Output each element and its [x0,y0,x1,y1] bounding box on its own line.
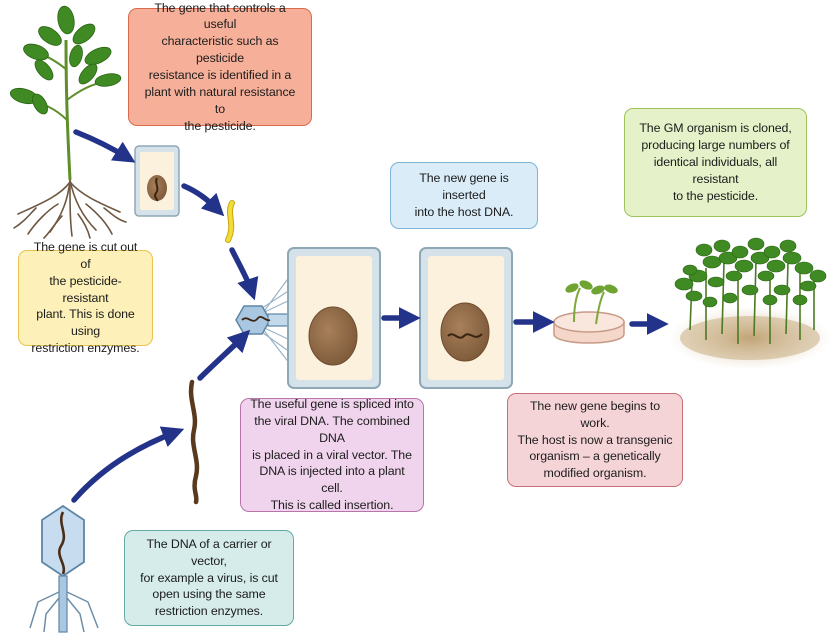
step-vector-dna-cut: The DNA of a carrier or vector, for exam… [124,530,294,626]
host-cell-icon [287,247,381,389]
petri-dish-icon [553,280,625,344]
virus-icon [29,504,99,633]
step-gene-begins-to-work: The new gene begins to work. The host is… [507,393,683,487]
arrow-dna-to-vector [197,329,251,381]
step-gene-inserted: The new gene is inserted into the host D… [390,162,538,229]
step-identify-gene: The gene that controls a useful characte… [128,1,312,133]
plant-cell-icon [134,145,180,217]
arrow-virus-to-dna [71,426,185,503]
arrow-gene-to-vector [229,247,259,301]
vector-icon [235,275,291,365]
arrow-cell-to-gene [181,183,225,217]
viral-dna-strand-icon [188,379,200,505]
gm-crop-field-icon [668,237,831,370]
step-cut-out-gene: The gene is cut out of the pesticide-res… [18,240,153,355]
arrow-plant-to-cell [73,129,136,163]
step-gene-spliced: The useful gene is spliced into the vira… [240,397,424,512]
step-gm-organism-cloned: The GM organism is cloned, producing lar… [624,108,807,217]
transgenic-cell-icon [419,247,513,389]
resistant-plant-icon [9,5,127,239]
